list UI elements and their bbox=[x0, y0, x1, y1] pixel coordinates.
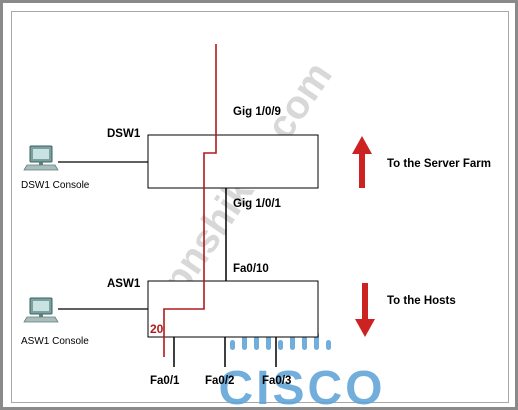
cisco-logo-bar bbox=[278, 340, 283, 350]
asw1-console-pc-icon[interactable] bbox=[23, 297, 59, 323]
server-farm-label: To the Server Farm bbox=[387, 158, 491, 170]
arrow-up-icon bbox=[352, 136, 372, 188]
dsw1-console-label: DSW1 Console bbox=[21, 180, 90, 191]
traffic-path bbox=[163, 44, 217, 357]
cisco-logo-bar bbox=[326, 340, 331, 350]
dsw1-switch[interactable] bbox=[147, 134, 319, 189]
dsw1-console-pc-icon[interactable] bbox=[23, 145, 59, 171]
vlan-marker: 20 bbox=[150, 322, 164, 336]
asw1-label: ASW1 bbox=[107, 278, 141, 290]
hosts-label: To the Hosts bbox=[387, 295, 456, 307]
port-fa0-3: Fa0/3 bbox=[262, 375, 291, 387]
port-gig-1-0-9: Gig 1/0/9 bbox=[233, 106, 281, 118]
cisco-logo-text: CISCO bbox=[218, 362, 385, 410]
port-fa0-1: Fa0/1 bbox=[150, 375, 180, 387]
port-fa0-2: Fa0/2 bbox=[205, 375, 234, 387]
cisco-logo-bar bbox=[230, 340, 235, 350]
diagram-inner-border bbox=[11, 11, 509, 403]
dsw1-label: DSW1 bbox=[107, 128, 141, 140]
port-gig-1-0-1: Gig 1/0/1 bbox=[233, 198, 282, 210]
asw1-console-label: ASW1 Console bbox=[21, 336, 89, 347]
port-fa0-10: Fa0/10 bbox=[233, 263, 269, 275]
arrow-down-icon bbox=[355, 283, 375, 337]
